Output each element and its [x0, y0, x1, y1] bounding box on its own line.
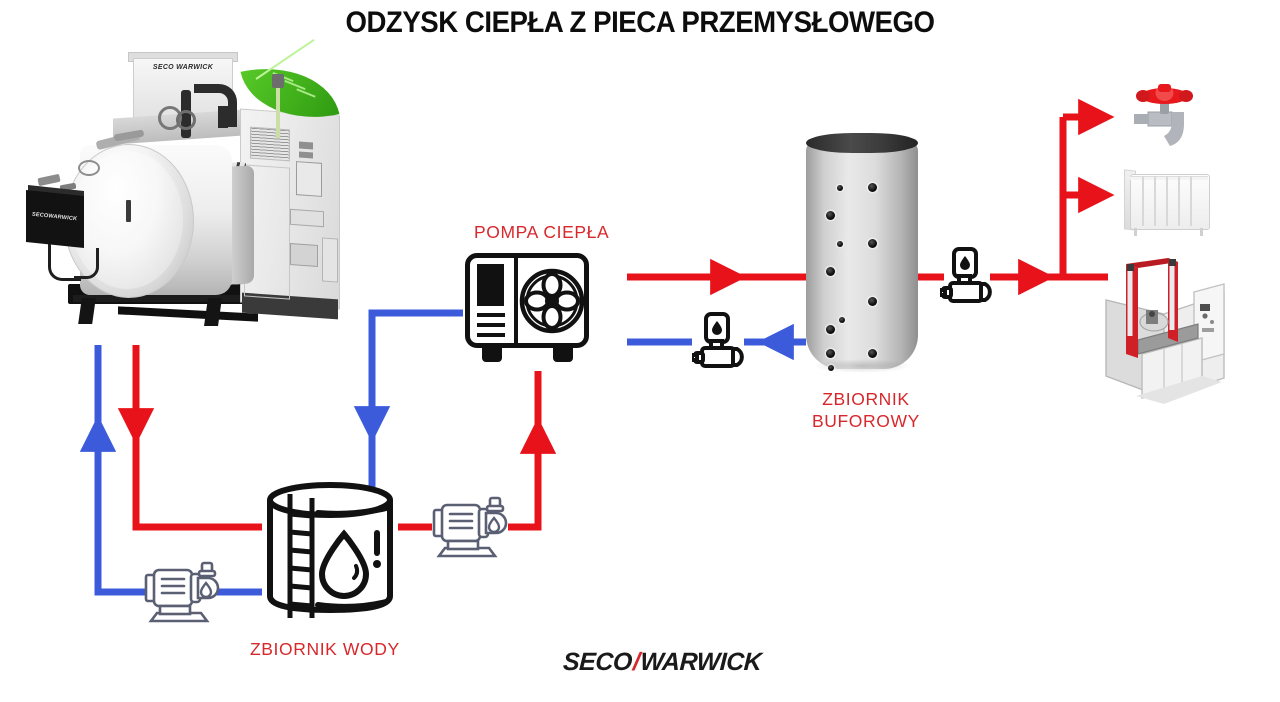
hot-water-tap: [1126, 82, 1210, 160]
buffer-tank: [806, 133, 918, 375]
flow-heatpump-to-watertank: [353, 309, 463, 487]
tank-port: [826, 267, 835, 276]
flow-watertank-to-furnace: [79, 345, 262, 596]
tank-port: [868, 349, 877, 358]
tank-port: [868, 297, 877, 306]
pump-water-loop-cold: [140, 561, 226, 628]
tank-port: [839, 317, 845, 323]
flow-furnace-to-watertank: [117, 345, 262, 531]
cabinet-screen: [296, 161, 322, 197]
cabinet-vent-grille: [250, 126, 290, 162]
buffer-tank-label-line1: ZBIORNIK: [822, 389, 910, 409]
tank-port: [826, 211, 835, 220]
pump-water-loop-hot: [428, 496, 514, 563]
industrial-washer: [1102, 258, 1232, 406]
page-title: ODZYSK CIEPŁA Z PIECA PRZEMYSŁOWEGO: [345, 6, 935, 39]
buffer-tank-label-line2: BUFOROWY: [812, 411, 920, 431]
furnace-brand-text: SECO WARWICK: [152, 64, 214, 71]
tank-port: [868, 239, 877, 248]
logo-text-left: SECO: [562, 648, 633, 676]
heat-pump-fan-icon: [519, 268, 585, 334]
water-storage-tank: [262, 480, 398, 618]
flow-watertank-to-heatpump: [398, 371, 557, 531]
heat-pump-label: POMPA CIEPŁA: [474, 222, 610, 242]
tank-port: [837, 241, 843, 247]
tank-port: [826, 349, 835, 358]
tank-port: [828, 365, 834, 371]
vacuum-furnace: SECO WARWICK SECOWARWICK: [18, 39, 363, 348]
radiator: [1120, 166, 1216, 236]
heat-pump-unit: [465, 253, 595, 371]
pump-buffer-supply: [938, 247, 996, 314]
tank-port: [837, 185, 843, 191]
water-tank-label: ZBIORNIK WODY: [250, 639, 400, 659]
tank-port: [868, 183, 877, 192]
flow-buffer-to-consumers: [918, 98, 1115, 296]
buffer-tank-top-cap: [806, 133, 918, 153]
heat-pump-display: [477, 264, 504, 306]
logo-text-right: WARWICK: [639, 648, 763, 676]
pump-buffer-return: [690, 312, 748, 379]
company-logo: SECO/WARWICK: [562, 648, 762, 677]
tank-port: [826, 325, 835, 334]
